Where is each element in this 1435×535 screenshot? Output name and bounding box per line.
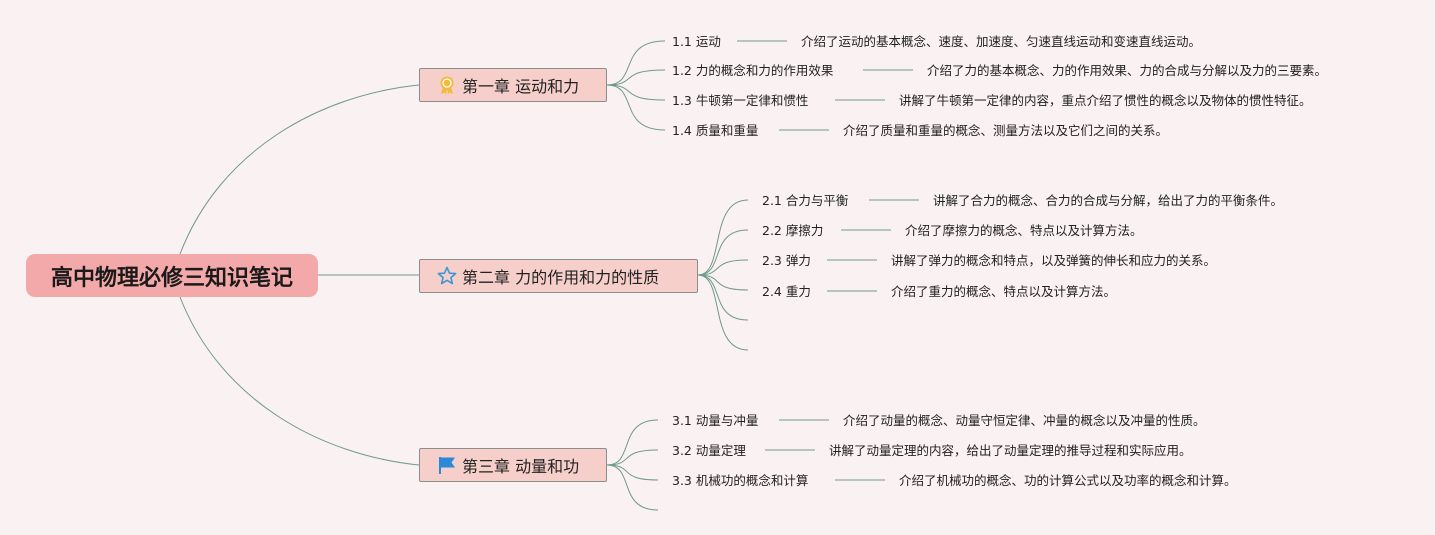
chapter-3-branch-3-connector <box>606 464 659 481</box>
chapter-1-branch-3-connector <box>606 84 666 101</box>
chapter-1-branch-2-connector <box>606 69 666 86</box>
chapter-3-branch-4-connector <box>606 464 659 511</box>
chapter-1-title: 第一章 运动和力 <box>462 77 580 96</box>
section-2-4-description: 介绍了重力的概念、特点以及计算方法。 <box>891 284 1117 299</box>
section-3-2[interactable]: 3.2 动量定理 <box>672 443 746 458</box>
chapter-2-topic[interactable]: 第二章 力的作用和力的性质 <box>419 259 698 293</box>
star-icon <box>436 265 458 287</box>
chapter-2-branch-2-connector <box>697 229 749 276</box>
section-3-1[interactable]: 3.1 动量与冲量 <box>672 413 759 428</box>
section-3-3-description: 介绍了机械功的概念、功的计算公式以及功率的概念和计算。 <box>899 473 1237 488</box>
chapter-3-branch-2-connector <box>606 449 659 466</box>
section-2-1-description: 讲解了合力的概念、合力的合成与分解，给出了力的平衡条件。 <box>933 193 1284 208</box>
flag-icon <box>436 454 458 476</box>
section-3-1-description: 介绍了动量的概念、动量守恒定律、冲量的概念以及冲量的性质。 <box>843 413 1206 428</box>
section-2-2[interactable]: 2.2 摩擦力 <box>762 223 824 238</box>
section-1-2[interactable]: 1.2 力的概念和力的作用效果 <box>672 63 834 78</box>
section-1-1-description: 介绍了运动的基本概念、速度、加速度、匀速直线运动和变速直线运动。 <box>801 34 1202 49</box>
section-2-2-description: 介绍了摩擦力的概念、特点以及计算方法。 <box>905 223 1143 238</box>
chapter-2-branch-3-connector <box>697 259 749 276</box>
section-2-3[interactable]: 2.3 弹力 <box>762 253 811 268</box>
chapter-3-title: 第三章 动量和功 <box>462 457 580 476</box>
section-1-4-description: 介绍了质量和重量的概念、测量方法以及它们之间的关系。 <box>843 123 1169 138</box>
chapter-2-branch-4-connector <box>697 274 749 291</box>
root-title: 高中物理必修三知识笔记 <box>50 265 293 291</box>
chapter-2-branch-5-connector <box>697 274 749 321</box>
chapter-2-branch-6-connector <box>697 274 749 351</box>
section-1-2-description: 介绍了力的基本概念、力的作用效果、力的合成与分解以及力的三要素。 <box>927 63 1328 78</box>
section-1-4[interactable]: 1.4 质量和重量 <box>672 123 759 138</box>
chapter-1-branch-1-connector <box>606 40 666 86</box>
chapter-3-topic[interactable]: 第三章 动量和功 <box>419 448 607 482</box>
chapter-1-branch-4-connector <box>606 84 666 131</box>
root-to-chapter-3-connector <box>179 296 420 466</box>
section-2-4[interactable]: 2.4 重力 <box>762 284 811 299</box>
chapter-1-topic[interactable]: 第一章 运动和力 <box>419 68 607 102</box>
section-3-2-description: 讲解了动量定理的内容，给出了动量定理的推导过程和实际应用。 <box>829 443 1192 458</box>
root-to-chapter-1-connector <box>179 84 420 255</box>
section-2-1[interactable]: 2.1 合力与平衡 <box>762 193 849 208</box>
root-topic[interactable]: 高中物理必修三知识笔记 <box>26 254 318 297</box>
award-ribbon-icon <box>436 74 458 96</box>
chapter-3-branch-1-connector <box>606 419 659 466</box>
section-1-1[interactable]: 1.1 运动 <box>672 34 721 49</box>
section-1-3[interactable]: 1.3 牛顿第一定律和惯性 <box>672 93 809 108</box>
chapter-2-branch-1-connector <box>697 199 749 276</box>
section-2-3-description: 讲解了弹力的概念和特点，以及弹簧的伸长和应力的关系。 <box>891 253 1217 268</box>
chapter-2-title: 第二章 力的作用和力的性质 <box>462 268 660 287</box>
section-1-3-description: 讲解了牛顿第一定律的内容，重点介绍了惯性的概念以及物体的惯性特征。 <box>899 93 1312 108</box>
section-3-3[interactable]: 3.3 机械功的概念和计算 <box>672 473 809 488</box>
